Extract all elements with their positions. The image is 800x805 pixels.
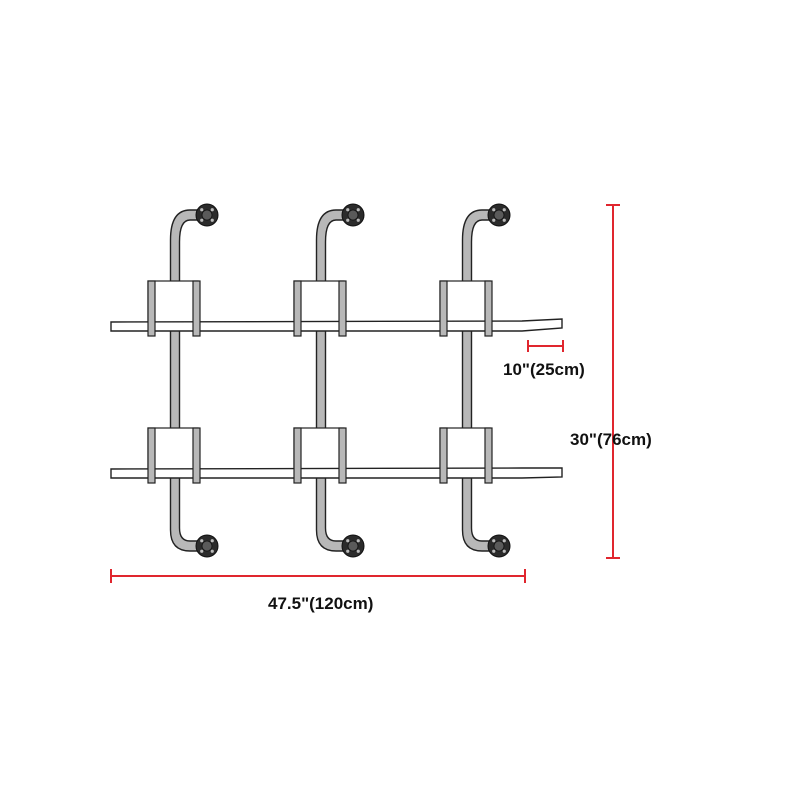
flange-screw-hole (492, 539, 496, 543)
flange-screw-hole (200, 218, 204, 222)
bracket-left-arm (439, 427, 448, 484)
flange-center (493, 209, 505, 221)
bracket-right-arm (192, 427, 201, 484)
flange-screw-hole (200, 208, 204, 212)
flange-screw-hole (356, 539, 360, 543)
bracket-left-arm (293, 427, 302, 484)
bracket-right-arm (484, 427, 493, 484)
shelf-frame (110, 203, 563, 558)
flange-screw-hole (346, 539, 350, 543)
bracket-left-arm (147, 427, 156, 484)
flange-screw-hole (210, 208, 214, 212)
flange-screw-hole (356, 208, 360, 212)
flange-screw-hole (210, 549, 214, 553)
flange-screw-hole (502, 218, 506, 222)
flange-center (493, 540, 505, 552)
depth-dimension-label: 10"(25cm) (503, 360, 585, 379)
flange-center (201, 209, 213, 221)
upper-shelf-board (110, 318, 563, 332)
width-dimension-label: 47.5"(120cm) (268, 594, 374, 613)
flange-screw-hole (346, 218, 350, 222)
flange-screw-hole (502, 549, 506, 553)
dimension-lines (110, 204, 620, 583)
flange-center (201, 540, 213, 552)
bracket-right-arm (338, 427, 347, 484)
pipe-column (169, 209, 203, 552)
bracket-left-arm (147, 280, 156, 337)
bracket-right-arm (192, 280, 201, 337)
flange-screw-hole (346, 549, 350, 553)
flange-screw-hole (492, 208, 496, 212)
flange-screw-hole (502, 208, 506, 212)
lower-shelf-board (110, 467, 563, 479)
pipe-column (461, 209, 495, 552)
flange-center (347, 540, 359, 552)
pipe-column (315, 209, 349, 552)
bracket-left-arm (439, 280, 448, 337)
flange-screw-hole (492, 218, 496, 222)
bracket-right-arm (338, 280, 347, 337)
bracket-left-arm (293, 280, 302, 337)
flange-screw-hole (200, 539, 204, 543)
flange-screw-hole (492, 549, 496, 553)
flange-screw-hole (356, 549, 360, 553)
height-dimension-label: 30"(76cm) (570, 430, 652, 449)
flange-screw-hole (356, 218, 360, 222)
flange-screw-hole (502, 539, 506, 543)
bracket-right-arm (484, 280, 493, 337)
flange-screw-hole (210, 218, 214, 222)
bracket-plate (293, 280, 345, 324)
flange-screw-hole (210, 539, 214, 543)
flange-center (347, 209, 359, 221)
flange-screw-hole (200, 549, 204, 553)
flange-screw-hole (346, 208, 350, 212)
